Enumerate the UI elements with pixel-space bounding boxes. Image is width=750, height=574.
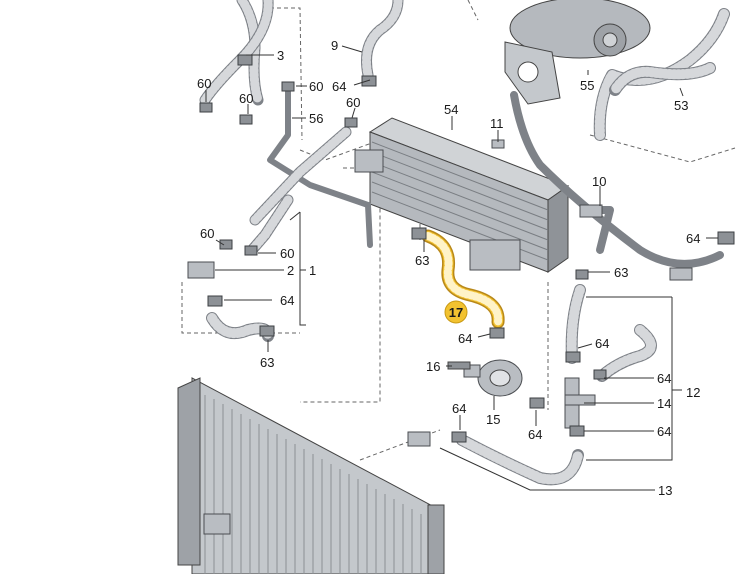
callout-63: 63 (415, 253, 429, 268)
callout-15: 15 (486, 412, 500, 427)
callout-55: 55 (580, 78, 594, 93)
callout-64: 64 (458, 331, 472, 346)
callout-60: 60 (200, 226, 214, 241)
callout-16: 16 (426, 359, 440, 374)
turbocharger (504, 0, 651, 105)
highlighted-hose-17 (421, 229, 505, 329)
callout-63: 63 (614, 265, 628, 280)
callout-10: 10 (592, 174, 606, 189)
callout-9: 9 (331, 38, 338, 53)
callout-14: 14 (657, 396, 671, 411)
callout-60: 60 (346, 95, 360, 110)
callout-64: 64 (686, 231, 700, 246)
hoses (199, 0, 730, 486)
callout-60: 60 (239, 91, 253, 106)
callout-1: 1 (309, 263, 316, 278)
callout-56: 56 (309, 111, 323, 126)
callout-labels: 3 9 60 60 60 64 60 56 54 11 55 53 10 64 … (197, 38, 700, 498)
callout-12: 12 (686, 385, 700, 400)
hose-clamps (199, 54, 735, 443)
callout-64: 64 (280, 293, 294, 308)
callout-60: 60 (197, 76, 211, 91)
callout-60: 60 (309, 79, 323, 94)
callout-64: 64 (657, 424, 671, 439)
callout-54: 54 (444, 102, 458, 117)
callout-64: 64 (332, 79, 346, 94)
callout-64: 64 (657, 371, 671, 386)
callout-64: 64 (528, 427, 542, 442)
callout-2: 2 (287, 263, 294, 278)
radiator (177, 377, 445, 574)
callout-53: 53 (674, 98, 688, 113)
callout-63: 63 (260, 355, 274, 370)
callout-3: 3 (277, 48, 284, 63)
callout-13: 13 (658, 483, 672, 498)
callout-60: 60 (280, 246, 294, 261)
leader-lines (205, 45, 718, 491)
callout-17: 17 (449, 305, 463, 320)
callout-64: 64 (595, 336, 609, 351)
callout-64: 64 (452, 401, 466, 416)
callout-17-badge: 17 (444, 300, 468, 324)
callout-11: 11 (490, 116, 504, 131)
pump-and-fittings (187, 139, 693, 447)
charge-air-cooler (354, 117, 570, 273)
